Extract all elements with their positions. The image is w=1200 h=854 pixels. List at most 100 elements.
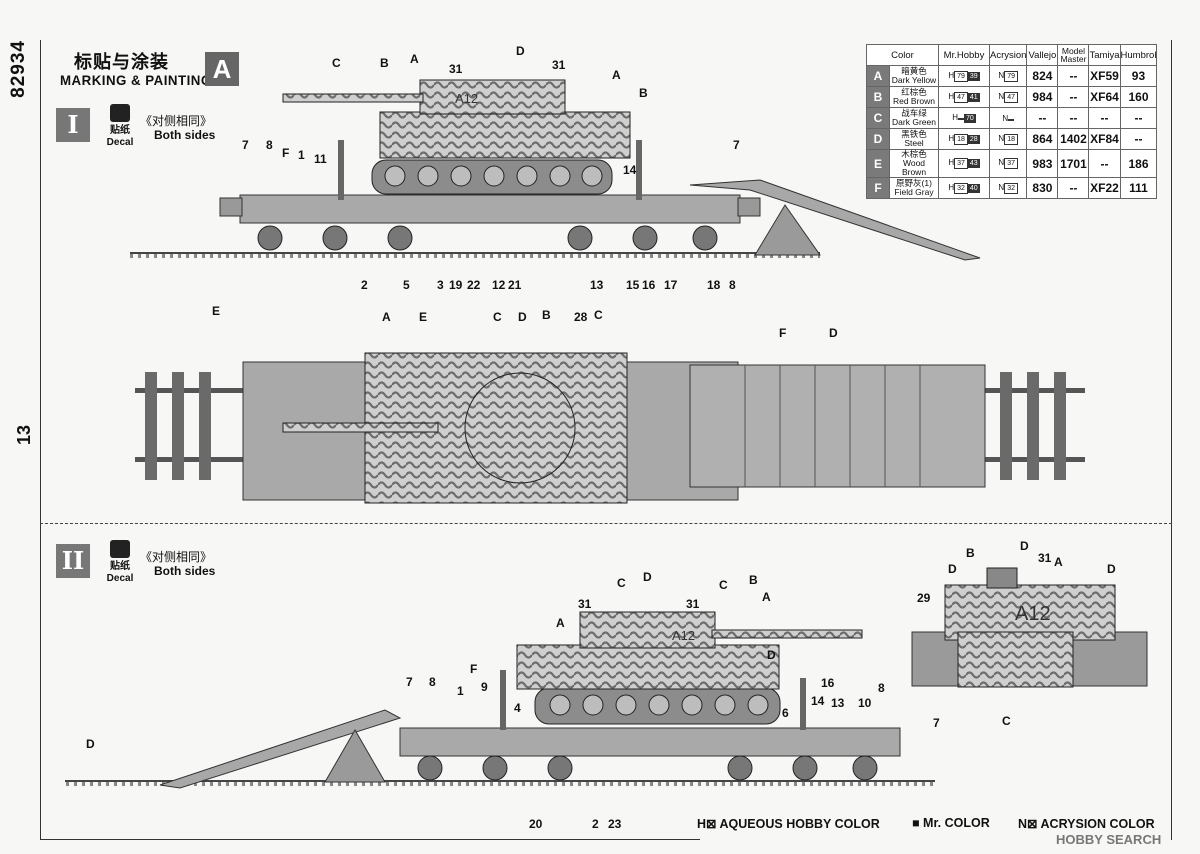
callout: 23	[608, 817, 622, 831]
color-name-en: Red Brown	[892, 96, 936, 106]
callout: 22	[467, 278, 481, 292]
header-humbrol: Humbrol	[1119, 44, 1158, 66]
callout: 7	[242, 138, 249, 152]
callout: 8	[266, 138, 273, 152]
aqueous-code: 47	[954, 91, 968, 103]
decal-label-cn: 贴纸	[110, 561, 130, 572]
acrysion-number: 37	[1004, 158, 1018, 169]
callout: E	[212, 304, 221, 318]
color-reference-table: Color Mr.Hobby Acrysion Vallejo Model Ma…	[866, 44, 1158, 199]
callout: E	[419, 310, 428, 324]
ramp-support	[754, 204, 821, 256]
callout: D	[1020, 539, 1029, 553]
mr-color-label: Mr. COLOR	[923, 816, 990, 830]
legend-mr-color: ■ Mr. COLOR	[912, 816, 990, 830]
callout: C	[1002, 714, 1011, 728]
callout: 14	[623, 163, 637, 177]
color-name-cn: 原野灰(1)	[896, 178, 932, 188]
aqueous-mark: H⊠	[697, 817, 717, 831]
tank-gun	[711, 629, 863, 639]
callout: 21	[508, 278, 522, 292]
frame-bottom-line	[40, 839, 700, 840]
color-letter: A	[866, 65, 890, 87]
callout: 12	[492, 278, 506, 292]
scheme-2-numeral: II	[56, 544, 90, 578]
tamiya-code: --	[1088, 149, 1121, 178]
vallejo-code: 983	[1026, 149, 1059, 178]
callout: F	[282, 146, 290, 160]
callout: A	[556, 616, 565, 630]
mr-color-code: 43	[967, 159, 980, 168]
callout: D	[767, 648, 776, 662]
callout: 17	[664, 278, 678, 292]
callout: C	[719, 578, 728, 592]
tamiya-code: XF59	[1088, 65, 1121, 87]
callout: 7	[933, 716, 940, 730]
callout: D	[86, 737, 95, 751]
callout: 16	[821, 676, 835, 690]
callout: A	[410, 52, 419, 66]
callout: A	[1054, 555, 1063, 569]
header-vallejo: Vallejo	[1026, 44, 1059, 66]
callout: 13	[590, 278, 604, 292]
color-name-cn: 暗黄色	[901, 66, 927, 76]
callout: C	[617, 576, 626, 590]
color-name-en: Steel	[904, 138, 924, 148]
acrysion-code: N	[988, 107, 1028, 129]
table-header-row: Color Mr.Hobby Acrysion Vallejo Model Ma…	[866, 44, 1158, 66]
callout: B	[749, 573, 758, 587]
acrysion-mark: N⊠	[1018, 817, 1038, 831]
tank-gun	[282, 93, 424, 103]
color-name-en: Wood Brown	[901, 158, 927, 177]
callout: D	[516, 44, 525, 58]
ramp-top	[689, 364, 986, 488]
plan-view	[135, 352, 1085, 504]
rear-view: A12	[911, 567, 1148, 688]
tamiya-code: XF84	[1088, 128, 1121, 150]
vallejo-code: 864	[1026, 128, 1059, 150]
tank-hull	[516, 644, 780, 690]
decal-icon	[110, 540, 130, 558]
callout: A	[382, 310, 391, 324]
decal-label-en: Decal	[106, 573, 134, 584]
color-name-en: Dark Green	[892, 117, 936, 127]
color-name-cn: 木棕色	[901, 149, 927, 159]
header-model-master: Model Master	[1057, 44, 1090, 66]
callout: 8	[429, 675, 436, 689]
legend-aqueous: H⊠ AQUEOUS HOBBY COLOR	[697, 816, 880, 831]
callout: 7	[733, 138, 740, 152]
callout: 10	[858, 696, 872, 710]
callout: A	[762, 590, 771, 604]
ramp-support	[324, 728, 386, 783]
title-english: MARKING & PAINTING	[60, 72, 212, 88]
vallejo-code: 984	[1026, 86, 1059, 108]
callout: 18	[707, 278, 721, 292]
decal-icon	[110, 104, 130, 122]
color-letter: D	[866, 128, 890, 150]
turret-number: A12	[455, 91, 478, 106]
tank-turret	[419, 79, 566, 115]
rail-track	[130, 252, 820, 258]
header-acrysion: Acrysion	[988, 44, 1028, 66]
model-master-code: --	[1057, 86, 1090, 108]
acrysion-number	[1008, 118, 1015, 121]
loading-ramp	[689, 179, 981, 261]
callout: 31	[552, 58, 566, 72]
callout: 31	[686, 597, 700, 611]
callout: 5	[403, 278, 410, 292]
callout: 20	[529, 817, 543, 831]
callout: 2	[361, 278, 368, 292]
aqueous-code: 32	[954, 182, 968, 194]
callout: B	[542, 308, 551, 322]
mr-color-code: 39	[967, 71, 980, 81]
turret-number: A12	[1015, 603, 1051, 625]
turret-top	[464, 372, 576, 484]
callout: 14	[811, 694, 825, 708]
acrysion-label: ACRYSION COLOR	[1040, 817, 1155, 831]
callout: D	[948, 562, 957, 576]
